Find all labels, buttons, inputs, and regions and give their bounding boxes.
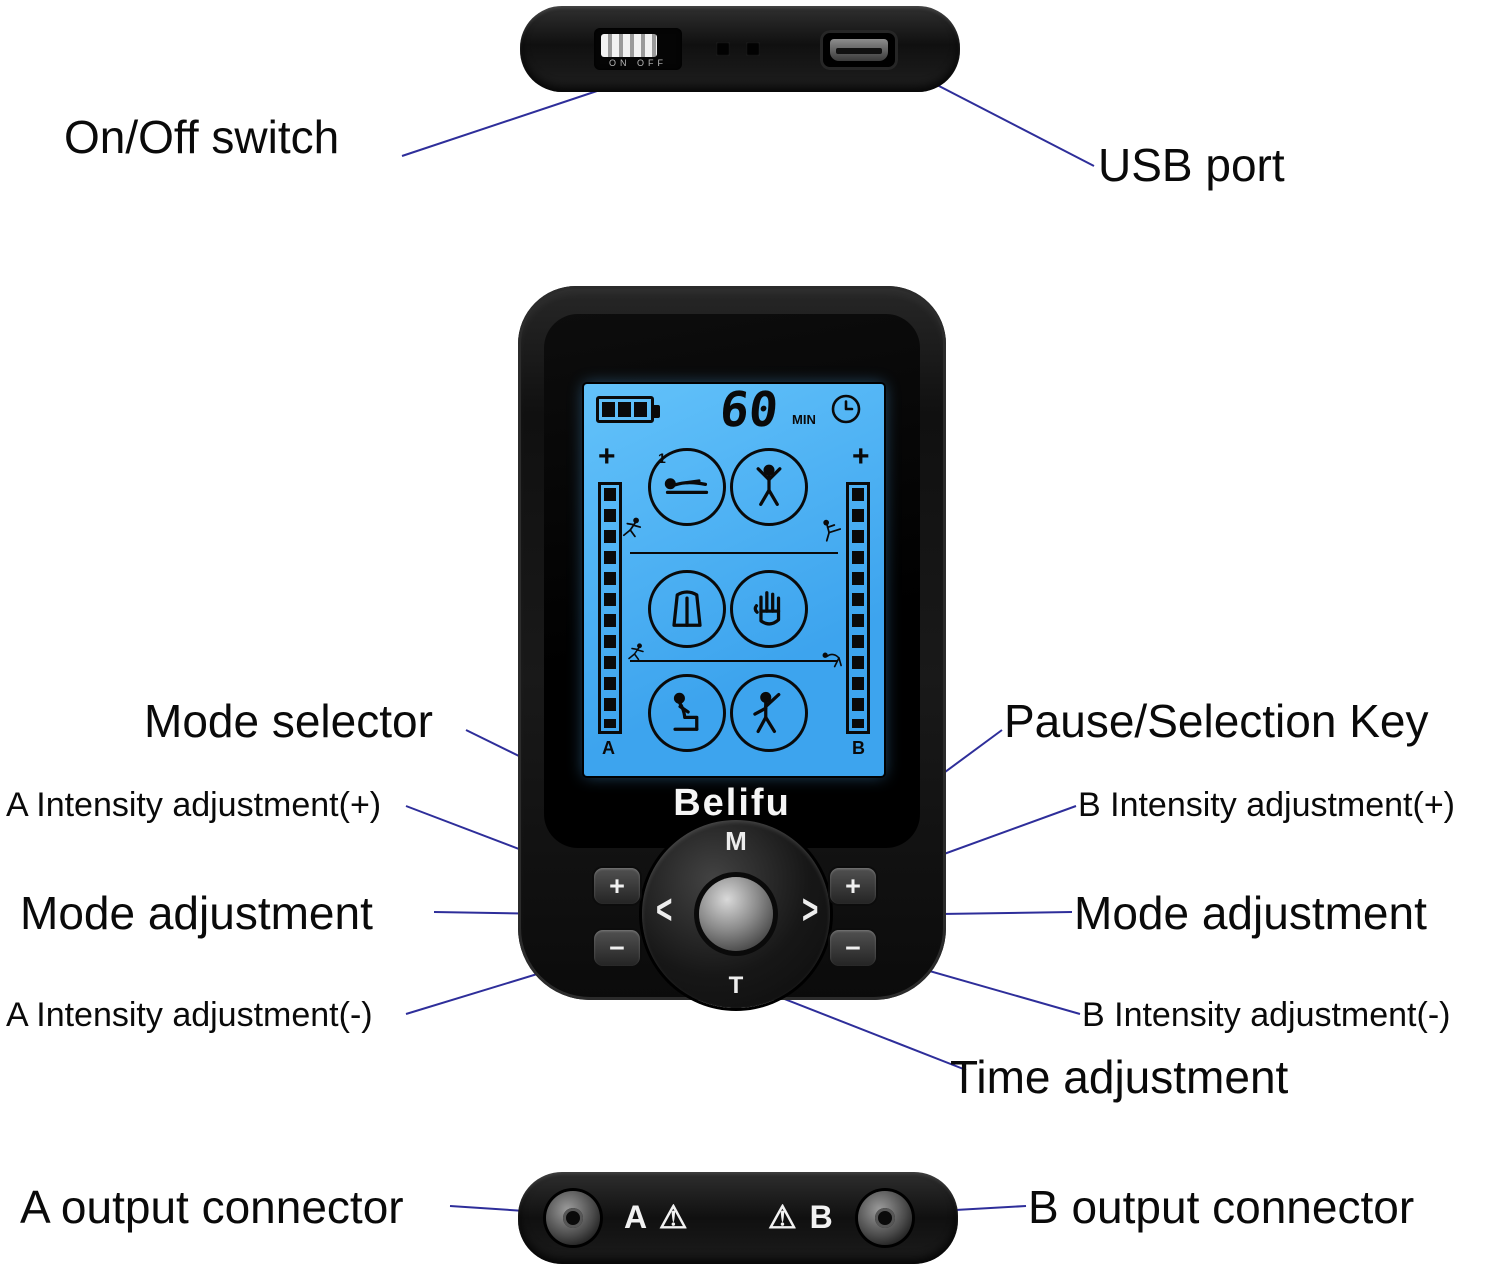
mode-selector-key: M	[725, 826, 747, 856]
time-adjustment-key: T	[728, 972, 744, 999]
clock-icon	[831, 394, 861, 424]
label-b-intensity-minus: B Intensity adjustment(-)	[1082, 996, 1451, 1034]
timer-value: 60	[717, 382, 781, 438]
device-bottom-view: A ⚠ ⚠ B	[518, 1172, 958, 1264]
label-pause-selection-key: Pause/Selection Key	[1004, 695, 1429, 747]
b-output-connector-jack	[858, 1191, 912, 1245]
label-b-intensity-plus: B Intensity adjustment(+)	[1078, 786, 1456, 824]
intensity-bar-b-segments	[852, 488, 864, 728]
intensity-bar-b	[846, 482, 870, 734]
screen-divider	[630, 552, 838, 554]
label-a-output-connector: A output connector	[20, 1181, 404, 1233]
label-on-off-switch: On/Off switch	[64, 111, 340, 163]
device-top-view: ON OFF	[520, 6, 960, 92]
battery-cell	[602, 402, 615, 417]
mode-icon-stretch	[730, 448, 808, 526]
lcd-screen: 60 MIN + + A B 1	[584, 382, 884, 776]
a-intensity-minus-button: −	[594, 930, 640, 966]
runner-icon	[622, 517, 642, 538]
b-intensity-plus-button: +	[830, 868, 876, 904]
intensity-bar-a	[598, 482, 622, 734]
intensity-plus-right-glyph: +	[852, 440, 870, 473]
mode-prev-key: <	[656, 886, 673, 933]
brand-logo: Belifu	[673, 782, 791, 824]
power-switch-slider	[601, 34, 657, 57]
channel-a-label: A	[602, 738, 615, 758]
a-intensity-plus-button: +	[594, 868, 640, 904]
mode-icon-lying	[648, 448, 726, 526]
gymnast-icon	[822, 652, 842, 668]
usb-port-tongue	[836, 48, 882, 54]
bottom-channel-b-label: ⚠ B	[768, 1199, 835, 1235]
intensity-bar-a-segments	[604, 488, 616, 728]
label-time-adjustment: Time adjustment	[950, 1051, 1289, 1103]
tens-device-front: 60 MIN + + A B 1	[518, 286, 946, 1008]
mode-icon-kneel	[648, 674, 726, 752]
a-output-connector-jack	[546, 1191, 600, 1245]
label-mode-adjustment-left: Mode adjustment	[20, 887, 373, 939]
kick-icon	[823, 519, 842, 542]
mode-icon-hand	[730, 570, 808, 648]
usb-port	[820, 30, 898, 70]
battery-cell	[634, 402, 647, 417]
label-usb-port: USB port	[1098, 139, 1285, 191]
pause-selection-button	[699, 877, 773, 951]
mode-icon-back	[648, 570, 726, 648]
battery-cell	[618, 402, 631, 417]
bottom-channel-a-label: A ⚠	[624, 1199, 690, 1235]
runner-small-icon	[628, 643, 644, 661]
timer-unit: MIN	[792, 412, 816, 427]
vent-hole	[716, 42, 730, 56]
mode-icon-arm-up	[730, 674, 808, 752]
power-switch-caption: ON OFF	[609, 58, 667, 68]
label-b-output-connector: B output connector	[1028, 1181, 1415, 1233]
vent-hole	[746, 42, 760, 56]
b-intensity-minus-button: −	[830, 930, 876, 966]
usb-port-inner	[830, 39, 888, 61]
intensity-plus-left-glyph: +	[598, 440, 616, 473]
label-mode-adjustment-right: Mode adjustment	[1074, 887, 1427, 939]
mode-next-key: >	[802, 886, 819, 933]
battery-icon	[596, 396, 660, 423]
channel-b-label: B	[852, 738, 865, 758]
screen-divider	[630, 660, 838, 662]
label-mode-selector: Mode selector	[144, 695, 433, 747]
label-a-intensity-plus: A Intensity adjustment(+)	[6, 786, 382, 824]
power-switch: ON OFF	[594, 28, 682, 70]
label-a-intensity-minus: A Intensity adjustment(-)	[6, 996, 373, 1034]
